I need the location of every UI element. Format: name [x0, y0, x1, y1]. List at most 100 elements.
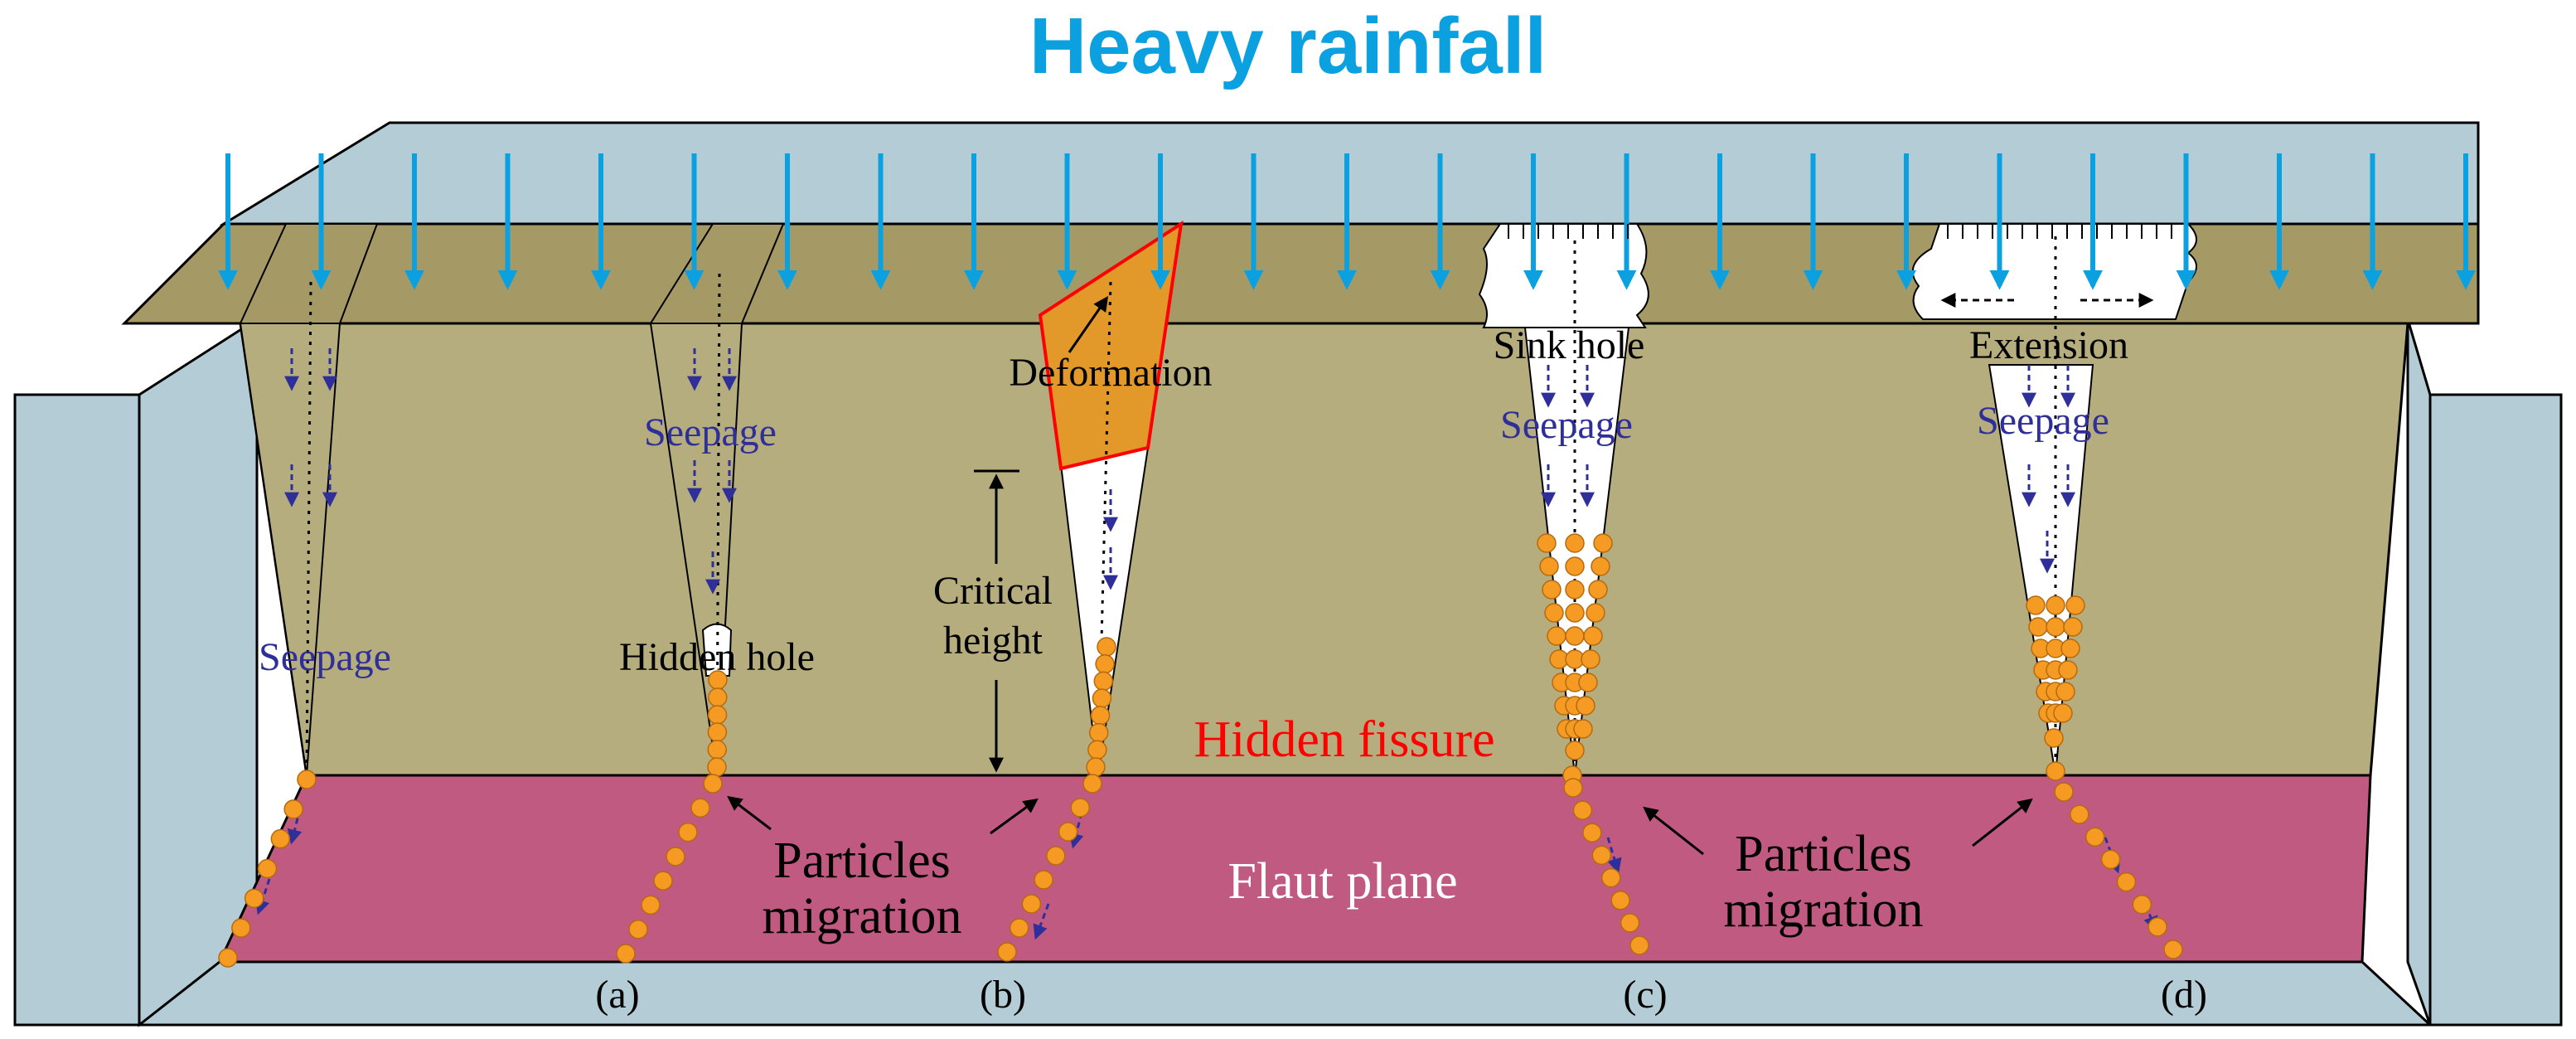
particle [2055, 682, 2075, 702]
particle [1021, 894, 1042, 914]
particle [707, 757, 727, 777]
particle [2116, 871, 2137, 892]
particle [653, 871, 673, 891]
fissure-hh-centerline [715, 273, 721, 772]
particle [2070, 804, 2089, 824]
hidden-hole-label: Hidden hole [619, 635, 815, 679]
particle [1565, 580, 1585, 600]
particle [2100, 849, 2121, 870]
particle [1600, 867, 1621, 888]
particle [1629, 935, 1649, 955]
particle [297, 770, 317, 789]
particle [1542, 580, 1562, 600]
diagram-title: Heavy rainfall [1029, 2, 1547, 90]
particle [1009, 918, 1029, 938]
particle [1090, 706, 1111, 726]
fissure-a-centerline [305, 281, 312, 772]
deformation-leader-arrow [1068, 296, 1109, 353]
particle [2060, 638, 2080, 658]
particle [257, 858, 278, 879]
particle [1583, 626, 1603, 646]
rain-arrows [218, 153, 2476, 290]
box-left-wall [13, 393, 141, 1027]
particles-leader-arrow-2 [990, 798, 1039, 835]
particle [1586, 603, 1605, 623]
particle [1576, 696, 1595, 716]
seepage-label-a: Seepage [259, 635, 391, 679]
particle [2053, 703, 2073, 723]
particle [1572, 800, 1593, 820]
particle [1565, 603, 1585, 623]
particle [1563, 778, 1583, 798]
fissure-deformation [1038, 220, 1184, 776]
particle [628, 919, 648, 939]
particle [1058, 822, 1078, 842]
seepage-label-c: Seepage [1500, 403, 1633, 447]
panel-label-b: (b) [980, 973, 1026, 1017]
fissure-a-wedge [239, 323, 341, 776]
particle [1086, 757, 1106, 777]
particle [2046, 617, 2065, 637]
particle [707, 740, 727, 760]
hidden-hole-void [701, 623, 733, 677]
particle [1046, 846, 1066, 866]
extension-label: Extension [1969, 323, 2128, 367]
particle [708, 687, 728, 707]
particle [1537, 533, 1557, 553]
particle [2065, 595, 2085, 615]
particle [1544, 603, 1564, 623]
particle [2063, 617, 2083, 637]
particle [2054, 782, 2074, 802]
particle [666, 847, 685, 867]
particle [997, 942, 1017, 962]
particle [2046, 761, 2065, 781]
particle [218, 948, 238, 968]
particle [2028, 617, 2048, 637]
particle [1581, 649, 1600, 669]
particle [2147, 917, 2167, 937]
particle [1591, 556, 1610, 576]
migrating-particles [218, 533, 2183, 968]
particle [707, 705, 728, 725]
particle [1087, 740, 1107, 760]
critical-height-marker [974, 469, 1019, 777]
particle [2044, 728, 2064, 748]
particle [1093, 671, 1114, 692]
particle [2085, 827, 2105, 847]
particle [1565, 740, 1585, 760]
critical-height-label-line2: height [943, 619, 1043, 663]
particles-leader-arrow-3 [1643, 806, 1704, 856]
sink-hole-label: Sink hole [1494, 323, 1645, 367]
particle [2046, 595, 2065, 615]
fissure-a [239, 223, 379, 776]
particle [1095, 653, 1115, 674]
hidden-fissure-label: Hidden fissure [1194, 711, 1494, 768]
particle [2058, 660, 2078, 680]
seepage-arrow [1606, 837, 1622, 874]
particles-leader-arrow-1 [727, 795, 772, 831]
particle [2163, 939, 2183, 959]
migration-label-2: migration [1723, 881, 1923, 938]
particle [703, 774, 723, 794]
particle [1539, 556, 1559, 576]
particle [641, 895, 661, 915]
particle [1088, 722, 1109, 743]
box-back-wall [219, 121, 2480, 226]
particle [1092, 688, 1112, 708]
box-bottom [135, 960, 2433, 1027]
particle [2132, 894, 2152, 915]
box-right-wall [2428, 393, 2563, 1027]
particle [1610, 890, 1630, 910]
panel-label-d: (d) [2161, 973, 2207, 1017]
particle [707, 722, 728, 742]
seepage-label-hh: Seepage [644, 410, 777, 454]
particle [1034, 870, 1053, 890]
panel-label-c: (c) [1623, 973, 1667, 1017]
particle [678, 822, 698, 842]
particle [270, 828, 291, 849]
particle [1591, 845, 1612, 866]
particle [1082, 774, 1102, 794]
particle [1565, 556, 1585, 576]
